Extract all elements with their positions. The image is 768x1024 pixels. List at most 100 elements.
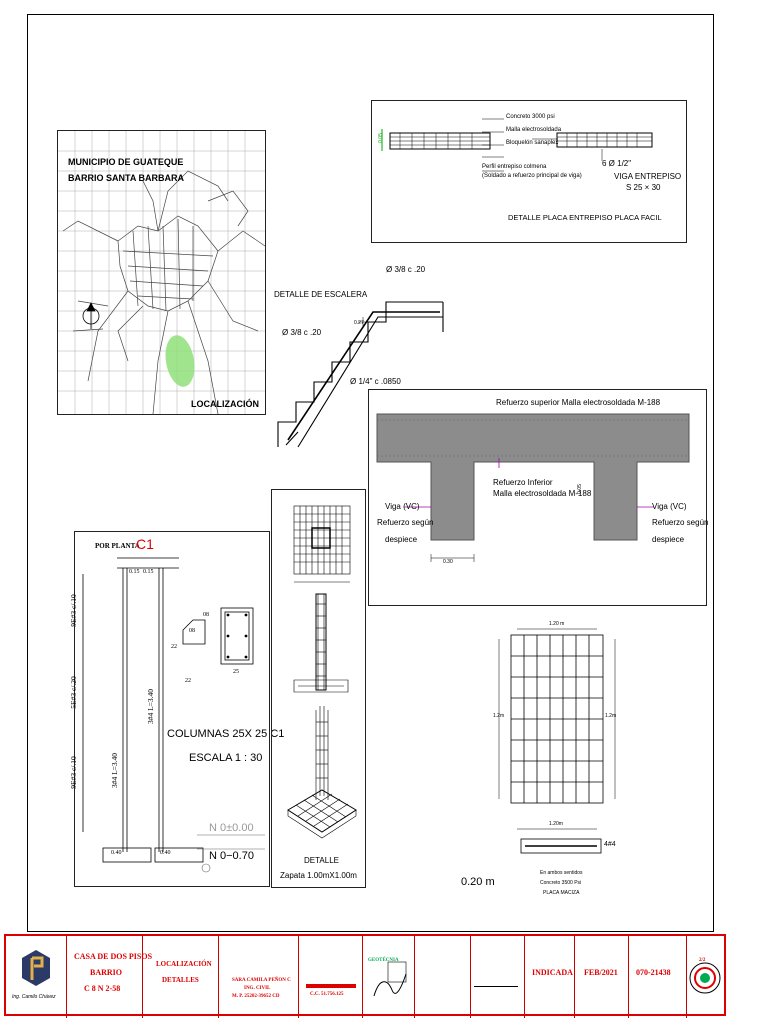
escala-value: INDICADA <box>532 968 573 977</box>
column-bar-b: 3#4 L=3.40 <box>146 688 156 725</box>
slab-label-concrete: Concreto 3000 psi <box>506 114 555 120</box>
tb-firma-cell: GEOTÉCNIA <box>362 936 415 1018</box>
right-beam-label: Viga (VC) <box>652 502 687 511</box>
fecha-value: FEB/2021 <box>584 968 618 977</box>
stair-rebar-bottom: Ø 1/4" c .0850 <box>350 377 401 386</box>
column-drawing <box>82 557 265 873</box>
tb-logo-cell: Ing. Camilo Chávez <box>6 936 67 1018</box>
column-stirrup-mid: 5E#3 c/.20 <box>68 676 78 709</box>
stair-detail: DETALLE DE ESCALERA Ø 3/8 c .20 Ø 3/8 c … <box>268 262 453 452</box>
mesh-detail: 1.20 m 1.2m 1.2m 1.20m 4#4 0.20 m En amb… <box>455 615 655 905</box>
tb-plano-cell: 070-21438 <box>628 936 687 1018</box>
cc-strip <box>306 984 356 988</box>
tb-escala-cell: INDICADA <box>524 936 575 1018</box>
column-base-dim-2: 0.40 <box>160 850 171 856</box>
mesh-right-dim: 1.2m <box>605 713 617 719</box>
right-beam-line3: despiece <box>652 535 685 544</box>
tb-line <box>474 986 518 987</box>
column-stirrup-bottom: 9E#3 c/.10 <box>68 756 78 789</box>
tb-proyecto-cell: CASA DE DOS PISOS BARRIO C 8 N 2-58 <box>66 936 152 1018</box>
stirrup-dim-2: 08 <box>189 628 195 634</box>
slab-section-dim-right: 0.05 <box>576 484 583 494</box>
location-map: MUNICIPIO DE GUATEQUE BARRIO SANTA BARBA… <box>57 130 266 415</box>
cc-number: C.C. 51.756.125 <box>310 992 344 997</box>
title-block: Ing. Camilo Chávez CASA DE DOS PISOS BAR… <box>4 934 726 1018</box>
signature-icon <box>373 961 407 997</box>
column-section-dim: 25 <box>233 669 239 675</box>
stirrup-dim-4: 22 <box>185 678 191 684</box>
stair-rebar-left: Ø 3/8 c .20 <box>282 328 322 337</box>
proyecto-line2: BARRIO <box>90 968 123 977</box>
mesh-drawing <box>498 628 616 854</box>
left-beam-line2: Refuerzo según <box>377 518 434 527</box>
mesh-note-3: PLACA MACIZA <box>543 890 580 896</box>
slab-inferior-line2: Malla electrosoldada M-188 <box>493 489 592 498</box>
slab-detail-caption: DETALLE PLACA ENTREPISO PLACA FACIL <box>508 213 662 222</box>
slab-bar-label: 6 Ø 1/2" <box>602 159 632 168</box>
plano-value: 070-21438 <box>636 968 671 977</box>
beam-size: S 25 × 30 <box>626 183 661 192</box>
slab-detail-drawing <box>381 118 653 172</box>
column-bar-a: 3#4 L=3.40 <box>110 752 120 789</box>
stair-drawing <box>277 301 444 448</box>
footing-caption-1: DETALLE <box>304 856 339 865</box>
slab-section-drawing <box>376 413 690 562</box>
slab-detail-frame: Concreto 3000 psi Malla electrosoldada B… <box>371 100 687 243</box>
stirrup-dim-1: 08 <box>203 612 209 618</box>
proyecto-line3: C 8 N 2-58 <box>84 984 121 993</box>
left-beam-label: Viga (VC) <box>385 502 420 511</box>
tb-cc-cell: C.C. 51.756.125 <box>298 936 363 1018</box>
slab-section-frame: Refuerzo superior Malla electrosoldada M… <box>368 389 709 606</box>
footing-drawing <box>287 505 357 839</box>
left-beam-line3: despiece <box>385 535 418 544</box>
footing-detail-frame: DETALLE Zapata 1.00mX1.00m <box>271 489 366 888</box>
map-title-municipio: MUNICIPIO DE GUATEQUE <box>68 157 184 167</box>
slab-inferior-line1: Refuerzo Inferior <box>493 478 553 487</box>
slab-label-profile: Perfil entrepiso colmena <box>482 164 547 170</box>
right-beam-line2: Refuerzo según <box>652 518 709 527</box>
map-caption: LOCALIZACIÓN <box>191 399 259 409</box>
contenido-line1: LOCALIZACIÓN <box>156 960 212 968</box>
propietario-line2: ING. CIVIL <box>244 986 271 991</box>
stair-title: DETALLE DE ESCALERA <box>274 290 368 299</box>
column-base-dim-1: 0.40 <box>111 850 122 856</box>
tb-plancha-cell: 2/2 <box>686 936 724 1018</box>
tb-empty-cell-2 <box>470 936 525 1018</box>
proyecto-line1: CASA DE DOS PISOS <box>74 952 153 961</box>
propietario-line3: M. P. 25202-39652 CD <box>232 994 280 999</box>
column-id: C1 <box>136 536 154 552</box>
stair-dim: 0.27 <box>354 320 364 326</box>
slab-label-block: Bloquelón sanaplex <box>506 140 559 146</box>
contenido-line2: DETALLES <box>162 976 199 984</box>
map-title-barrio: BARRIO SANTA BARBARA <box>68 173 184 183</box>
column-stirrup-top: 9E#3 c/.10 <box>68 594 78 627</box>
mesh-left-dim: 1.2m <box>493 713 505 719</box>
footing-caption-2: Zapata 1.00mX1.00m <box>280 871 357 880</box>
tb-fecha-cell: FEB/2021 <box>574 936 629 1018</box>
column-level-1: N 0±0.00 <box>209 822 254 834</box>
mesh-bottom-dim: 1.20m <box>549 821 563 827</box>
slab-top-reinforcement: Refuerzo superior Malla electrosoldada M… <box>496 398 661 407</box>
column-top-dim-2: 0.15 <box>143 569 154 575</box>
stirrup-dim-3: 22 <box>171 644 177 650</box>
stamp-icon <box>689 962 721 994</box>
slab-label-mesh: Malla electrosoldada <box>506 127 562 133</box>
tb-contenido-cell: LOCALIZACIÓN DETALLES <box>142 936 219 1018</box>
tb-propietario-cell: SARA CAMILA PEÑON C ING. CIVIL M. P. 252… <box>218 936 299 1018</box>
plancha-value: 2/2 <box>699 958 706 963</box>
column-top-dim-1: 0.15 <box>129 569 140 575</box>
tb-empty-cell-1 <box>414 936 471 1018</box>
sheet-border <box>27 14 714 932</box>
stair-rebar-top: Ø 3/8 c .20 <box>386 265 426 274</box>
propietario-line1: SARA CAMILA PEÑON C <box>232 978 291 983</box>
column-scale: ESCALA 1 : 30 <box>189 752 263 764</box>
column-detail-frame: POR PLANTA C1 0.15 0.15 9E#3 c/.10 5E#3 … <box>69 531 284 887</box>
column-title: COLUMNAS 25X 25 C1 <box>167 728 285 740</box>
beam-title: VIGA ENTREPISO <box>614 172 682 181</box>
mesh-rebar: 4#4 <box>604 841 616 848</box>
logo-caption: Ing. Camilo Chávez <box>12 994 56 1000</box>
mesh-note-2: Concreto 3500 Psi <box>540 880 582 886</box>
slab-dim-left: 0.05 <box>377 133 384 143</box>
logo-icon <box>22 950 50 986</box>
